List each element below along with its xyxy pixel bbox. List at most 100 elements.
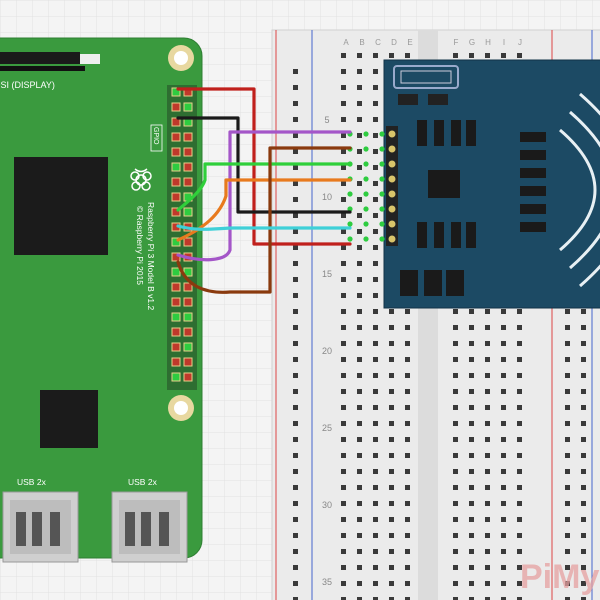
gpio-pin: [171, 297, 181, 307]
row-number: 5: [324, 115, 329, 125]
row-number: 15: [322, 269, 332, 279]
column-letter: F: [454, 38, 459, 47]
usb-port-right: [111, 491, 188, 563]
gpio-pin: [171, 357, 181, 367]
dsi-label: DSI (DISPLAY): [0, 80, 55, 90]
connection-dot: [379, 206, 385, 212]
cpu-chip: [14, 157, 108, 255]
gpio-pin: [171, 102, 181, 112]
connection-dot: [379, 221, 385, 227]
gpio-pin: [171, 327, 181, 337]
gpio-pin: [171, 132, 181, 142]
rfid-pin: [387, 174, 397, 184]
rfid-pin: [387, 144, 397, 154]
connection-dot: [363, 146, 369, 152]
rfid-pin: [387, 129, 397, 139]
usb-left-label: USB 2x: [17, 477, 47, 487]
connection-dot: [363, 176, 369, 182]
gpio-pin: [183, 267, 193, 277]
connection-dot: [363, 221, 369, 227]
left-power-rail: [282, 60, 308, 600]
gpio-pin: [171, 162, 181, 172]
rfid-module: [383, 59, 600, 309]
connection-dot: [379, 191, 385, 197]
gpio-pin: [171, 312, 181, 322]
row-number: 20: [322, 346, 332, 356]
connection-dot: [347, 191, 353, 197]
wire-green: [176, 162, 352, 212]
connection-dot: [379, 176, 385, 182]
gpio-pin: [171, 147, 181, 157]
gpio-pin: [183, 162, 193, 172]
column-letter: I: [503, 38, 505, 47]
column-letter: B: [359, 38, 364, 47]
column-letter: J: [518, 38, 522, 47]
gpio-pin: [171, 117, 181, 127]
gpio-pin: [183, 297, 193, 307]
connection-dot: [363, 191, 369, 197]
gpio-pin: [171, 372, 181, 382]
gpio-pin: [171, 192, 181, 202]
column-letter: G: [469, 38, 475, 47]
row-numbers: 5 10 15 20 25 30 35: [322, 115, 332, 587]
watermark-logo: PiMy: [520, 558, 599, 596]
gpio-label: GPIO: [152, 127, 159, 145]
row-number: 35: [322, 577, 332, 587]
connection-dot: [379, 146, 385, 152]
gpio-pin: [183, 327, 193, 337]
row-number: 25: [322, 423, 332, 433]
rfid-pin: [387, 189, 397, 199]
column-letter: A: [343, 38, 349, 47]
connection-dot: [379, 236, 385, 242]
gpio-pin: [171, 177, 181, 187]
connection-dot: [363, 236, 369, 242]
column-letter: E: [407, 38, 412, 47]
wires: [176, 87, 352, 294]
rfid-pin: [387, 234, 397, 244]
wire-brown: [176, 146, 352, 294]
gpio-pin: [171, 267, 181, 277]
wire-cyan: [176, 224, 352, 231]
connection-dot: [379, 161, 385, 167]
raspberry-logo-icon: [130, 168, 152, 191]
wire-purple: [176, 130, 352, 262]
wire-red: [176, 87, 352, 246]
gpio-pin: [183, 102, 193, 112]
gpio-pin: [171, 342, 181, 352]
model-label: Raspberry Pi 3 Model B v1.2: [146, 202, 156, 310]
gpio-pin: [171, 207, 181, 217]
gpio-pin: [183, 342, 193, 352]
column-letter: H: [485, 38, 491, 47]
gpio-pin: [183, 312, 193, 322]
antenna-icon: [559, 92, 600, 288]
gpio-pin: [183, 132, 193, 142]
gpio-pin: [171, 237, 181, 247]
row-number: 30: [322, 500, 332, 510]
row-number: 10: [322, 192, 332, 202]
gpio-pin: [171, 282, 181, 292]
gpio-pin: [183, 207, 193, 217]
wire-orange: [176, 178, 352, 242]
ram-chip: [40, 390, 98, 448]
connection-dot: [347, 221, 353, 227]
usb-port-left: [2, 491, 79, 563]
connection-dot: [363, 206, 369, 212]
rfid-pin: [387, 159, 397, 169]
connection-dot: [347, 236, 353, 242]
gpio-pin: [171, 87, 181, 97]
connection-dot: [379, 131, 385, 137]
usb-right-label: USB 2x: [128, 477, 158, 487]
connection-dot: [363, 131, 369, 137]
rfid-pin: [387, 204, 397, 214]
copyright-label: © Raspberry Pi 2015: [135, 206, 145, 285]
connection-dot: [347, 206, 353, 212]
rfid-pin: [387, 219, 397, 229]
connection-dot: [363, 161, 369, 167]
dsi-connector: [0, 52, 80, 64]
gpio-pin: [183, 147, 193, 157]
gpio-pin: [183, 237, 193, 247]
column-letter: D: [391, 38, 397, 47]
raspberry-pi-board: DSI (DISPLAY) Raspberry Pi 3 Model B v1.…: [0, 37, 203, 563]
